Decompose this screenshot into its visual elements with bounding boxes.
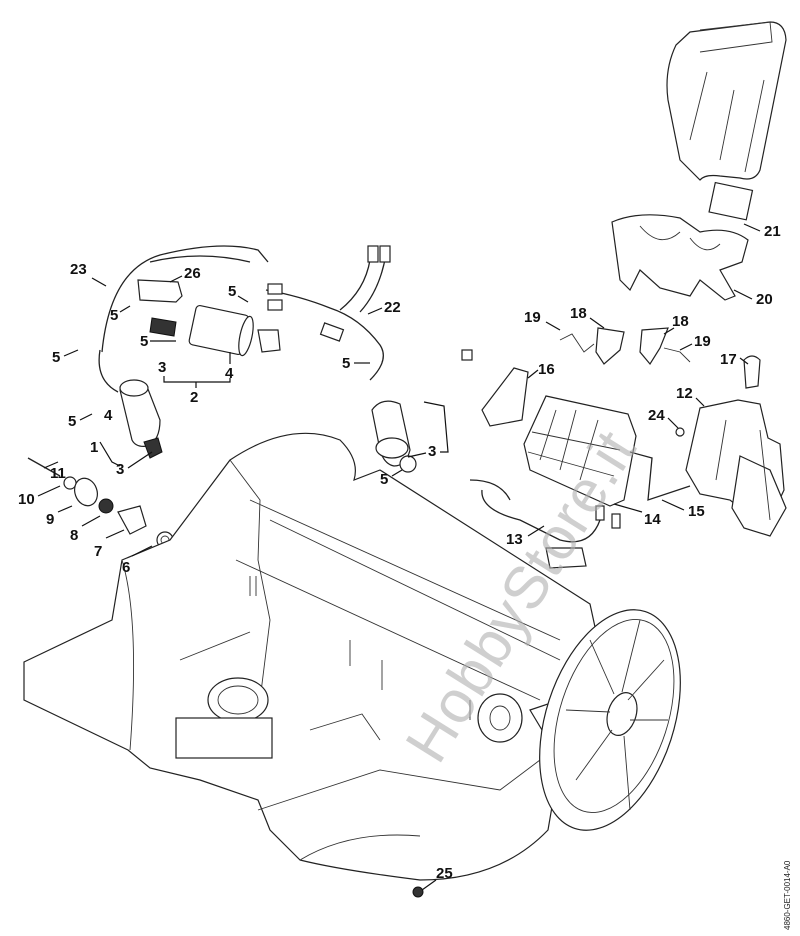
motor-lower-part: [371, 400, 417, 473]
callout-15: 15: [688, 503, 705, 520]
battery-cover-part: [666, 21, 787, 181]
callout-3: 3: [428, 443, 437, 460]
callout-21: 21: [764, 223, 781, 240]
nut-25-part: [412, 886, 424, 898]
callout-18: 18: [570, 305, 587, 322]
cable-harness-22: [265, 245, 391, 381]
motor-1-part: [98, 349, 163, 459]
callout-5: 5: [228, 283, 237, 300]
callout-18: 18: [672, 313, 689, 330]
callout-2: 2: [190, 389, 199, 406]
cover-26-part: [137, 279, 183, 303]
callout-5: 5: [342, 355, 351, 372]
callout-10: 10: [18, 491, 35, 508]
motor-2-part: [149, 304, 281, 357]
callout-24: 24: [648, 407, 665, 424]
callout-7: 7: [94, 543, 103, 560]
callout-11: 11: [50, 465, 66, 482]
callout-20: 20: [756, 291, 773, 308]
callout-3: 3: [116, 461, 125, 478]
callout-19: 19: [694, 333, 711, 350]
callout-1: 1: [90, 439, 99, 456]
callout-17: 17: [720, 351, 737, 368]
callout-23: 23: [70, 261, 87, 278]
mower-deck-part: [23, 432, 601, 881]
callout-5: 5: [110, 307, 119, 324]
callout-6: 6: [122, 559, 131, 576]
callout-12: 12: [676, 385, 693, 402]
callout-9: 9: [46, 511, 55, 528]
frame-14-part: [523, 395, 691, 507]
callout-25: 25: [436, 865, 453, 882]
callout-14: 14: [644, 511, 661, 528]
callout-13: 13: [506, 531, 523, 548]
leader-lines: [37, 223, 761, 891]
callout-5: 5: [380, 471, 389, 488]
wheel-part: [539, 609, 681, 831]
flap-parts: [461, 327, 761, 427]
battery-holder-12-part: [675, 399, 787, 537]
callout-16: 16: [538, 361, 555, 378]
callout-5: 5: [68, 413, 77, 430]
callout-3: 3: [158, 359, 167, 376]
callout-4: 4: [225, 365, 234, 382]
callout-5: 5: [52, 349, 61, 366]
drawing-code: 4860-GET-0014-A0: [783, 860, 792, 930]
callout-4: 4: [104, 407, 113, 424]
cable-harness-13: [469, 479, 621, 569]
callout-22: 22: [384, 299, 401, 316]
callout-5: 5: [140, 333, 149, 350]
cable-harness-23: [101, 245, 269, 353]
callout-19: 19: [524, 309, 541, 326]
housing-cover-part: [611, 181, 754, 301]
callout-8: 8: [70, 527, 79, 544]
callout-26: 26: [184, 265, 201, 282]
